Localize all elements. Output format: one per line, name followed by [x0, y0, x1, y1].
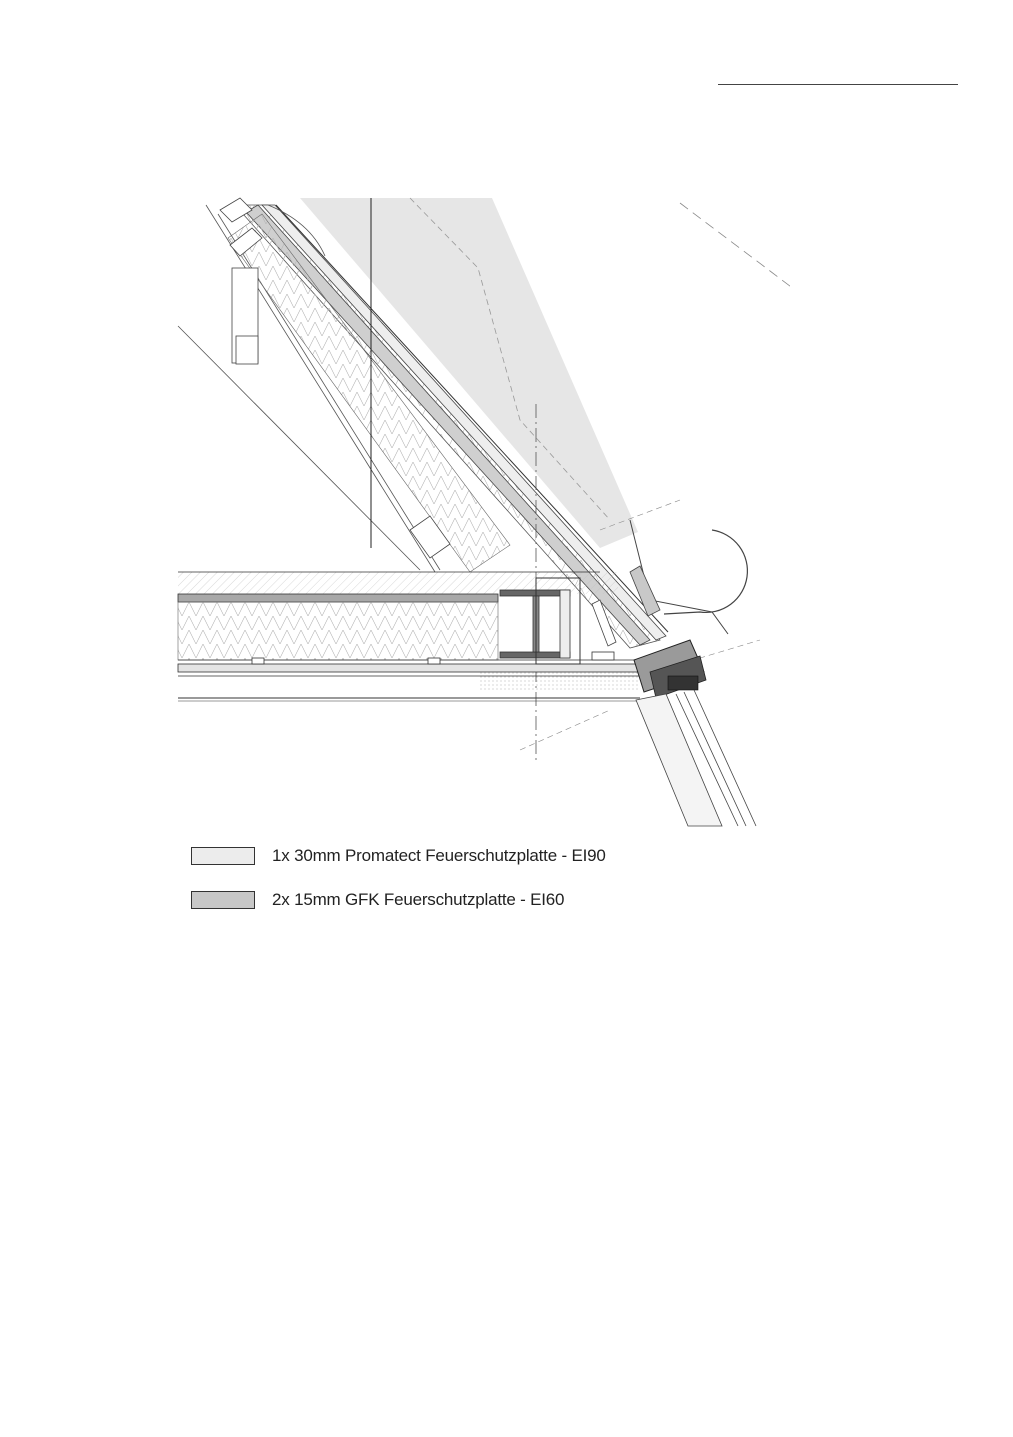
window-frame-head [633, 639, 707, 699]
dashed-roof-outline [409, 197, 611, 521]
legend-swatch-gfk [191, 891, 255, 909]
sloped-glazing [635, 689, 757, 827]
sloped-fire-board-zone [300, 198, 638, 548]
legend-label-promatect: 1x 30mm Promatect Feuerschutzplatte - EI… [272, 846, 606, 865]
section-detail-drawing [177, 197, 790, 827]
legend-row-gfk: 2x 15mm GFK Feuerschutzplatte - EI60 [191, 888, 565, 912]
horizontal-buildup [177, 571, 640, 702]
legend-label-gfk: 2x 15mm GFK Feuerschutzplatte - EI60 [272, 890, 565, 909]
legend-row-promatect: 1x 30mm Promatect Feuerschutzplatte - EI… [191, 844, 606, 868]
legend-swatch-promatect [191, 847, 255, 865]
steel-i-beam [499, 577, 615, 665]
dashed-guide-line [679, 202, 790, 287]
header-rule [718, 84, 958, 85]
gutter-detail [519, 499, 761, 751]
outer-slope-line [177, 325, 421, 571]
sloped-roof-buildup [205, 197, 669, 649]
